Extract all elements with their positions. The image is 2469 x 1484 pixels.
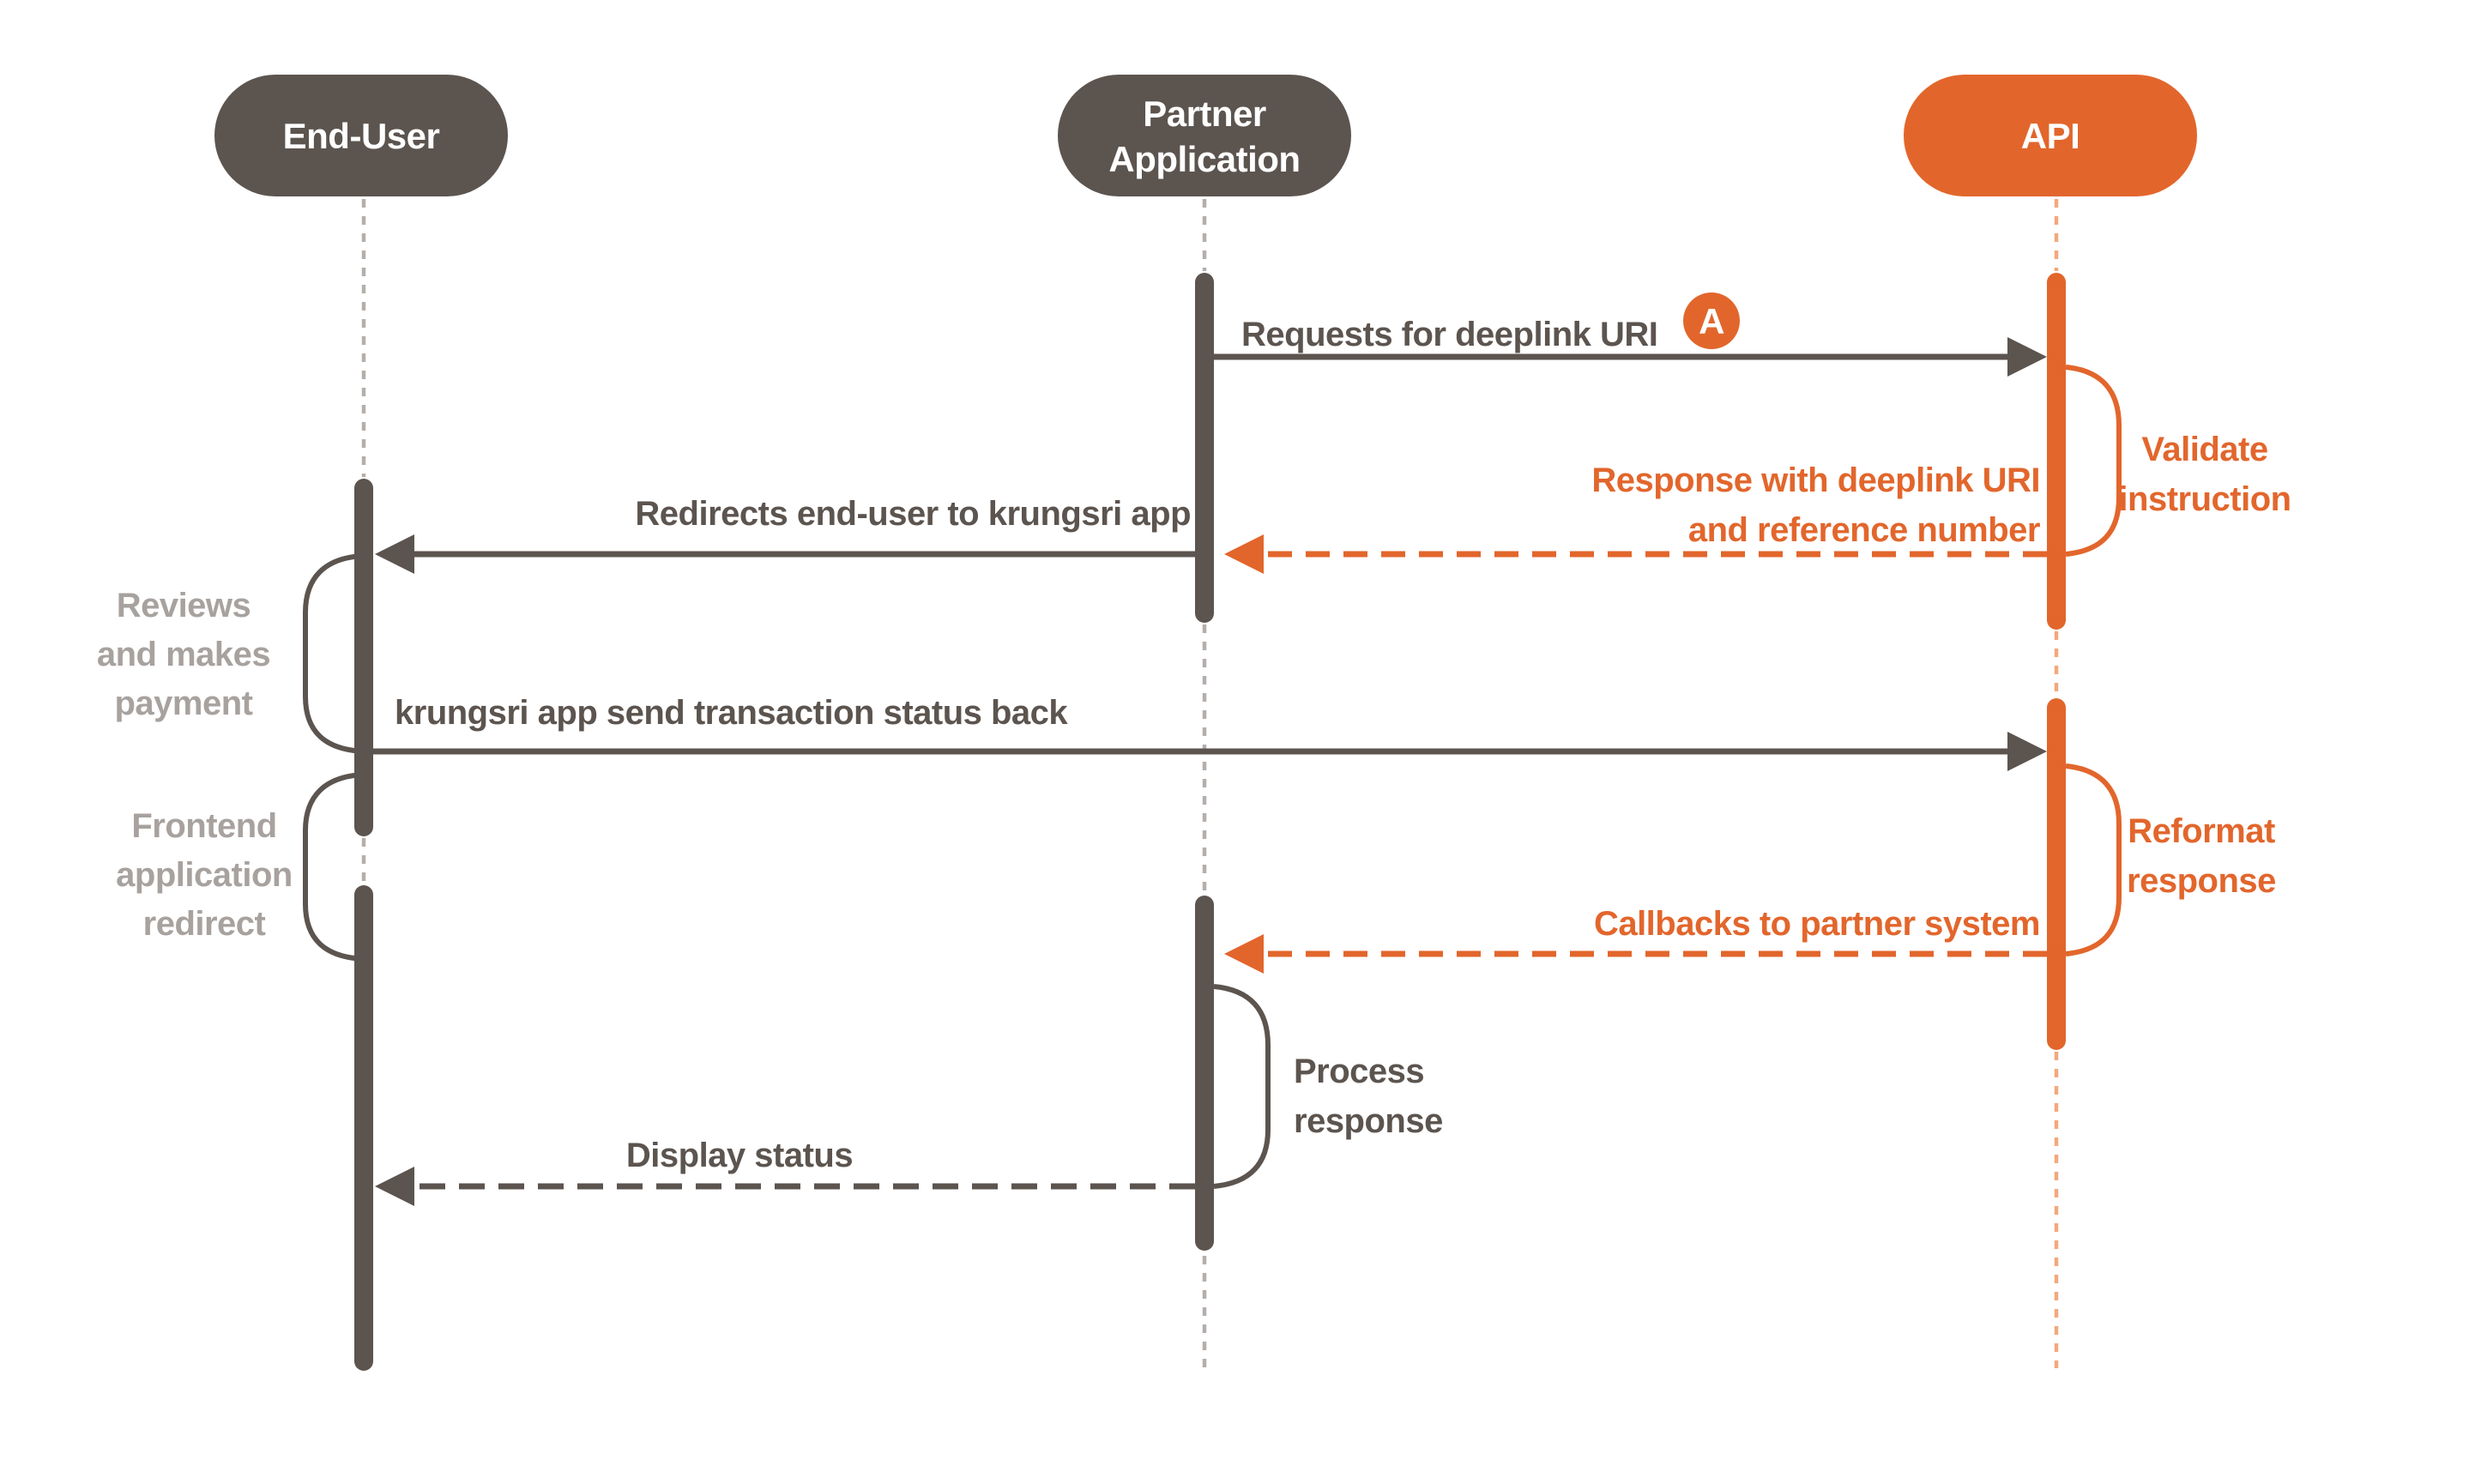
arrowhead-left-icon [1224,534,1264,574]
self-action-label-reformat-response: Reformat response [2127,812,2276,900]
actor-end-user: End-User [214,75,508,196]
message-label: Display status [626,1137,853,1174]
message-label-line2: and reference number [1688,511,2040,549]
arrowhead-right-icon [2007,732,2047,771]
actor-pill [214,75,508,196]
label-line: Process [1294,1053,1424,1090]
activation-bar-api-2 [2047,698,2066,1050]
self-loop-validate-instruction [2065,365,2122,557]
label-line: Reviews [117,587,251,624]
message-requests-deeplink-uri: Requests for deeplink URI A [1214,293,2047,377]
message-redirects-end-user: Redirects end-user to krungsri app [375,495,1195,574]
actor-label-line2: Application [1108,139,1300,179]
message-callbacks-partner-system: Callbacks to partner system [1224,905,2047,974]
label-line: application [116,856,293,894]
message-label: Requests for deeplink URI [1241,316,1657,353]
label-line: Validate [2141,431,2267,468]
activation-bar-partner-1 [1195,273,1214,623]
message-display-status: Display status [375,1137,1195,1206]
message-label: Redirects end-user to krungsri app [635,495,1191,533]
label-line: payment [115,685,253,722]
self-loop-reviews-payment [303,553,365,754]
message-response-deeplink-uri: Response with deeplink URI and reference… [1224,461,2047,574]
actor-pill [1058,75,1351,196]
label-line: Frontend [131,807,276,845]
self-action-label-process-response: Process response [1294,1053,1443,1140]
label-line: response [1294,1102,1443,1140]
message-label-line1: Response with deeplink URI [1591,461,2040,499]
self-action-label-validate-instruction: Validate instruction [2118,431,2291,518]
step-a-badge [1683,293,1740,349]
actor-label: End-User [283,116,440,156]
arrowhead-right-icon [2007,337,2047,377]
message-label: Callbacks to partner system [1594,905,2040,943]
arrowhead-left-icon [1224,934,1264,974]
label-line: redirect [143,905,266,943]
self-loop-frontend-redirect [303,772,365,962]
activation-bar-partner-2 [1195,896,1214,1251]
arrowhead-left-icon [375,1167,414,1206]
actor-api: API [1904,75,2197,196]
label-line: instruction [2118,480,2291,518]
activation-bar-api-1 [2047,273,2066,630]
arrowhead-left-icon [375,534,414,574]
self-action-label-reviews-payment: Reviews and makes payment [97,587,271,722]
actor-label: API [2021,116,2080,156]
label-line: and makes [97,636,270,673]
activation-bar-end-user-1 [354,479,373,836]
actor-partner-application: Partner Application [1058,75,1351,196]
actor-label-line1: Partner [1143,94,1266,134]
message-transaction-status-back: krungsri app send transaction status bac… [373,694,2047,771]
activation-bar-end-user-2 [354,885,373,1371]
self-loop-reformat-response [2065,763,2122,956]
label-line: Reformat [2128,812,2275,850]
actor-pill [1904,75,2197,196]
step-a-badge-label: A [1699,301,1724,341]
self-loop-process-response [1213,984,1271,1189]
self-action-label-frontend-redirect: Frontend application redirect [116,807,293,943]
label-line: response [2127,862,2276,900]
message-label: krungsri app send transaction status bac… [395,694,1068,732]
